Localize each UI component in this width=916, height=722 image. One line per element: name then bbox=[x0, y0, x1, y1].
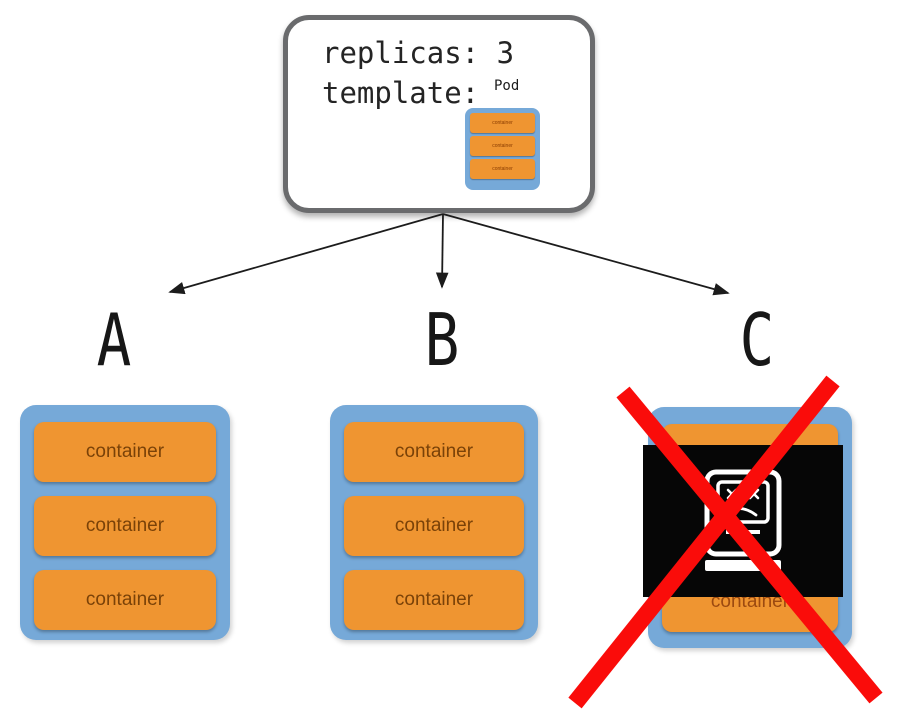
pod-template-label: Pod bbox=[494, 78, 520, 94]
crashed-screen-overlay bbox=[643, 445, 843, 597]
mini-container: container bbox=[470, 136, 535, 156]
container-box: container bbox=[34, 496, 216, 556]
replicas-line: replicas: 3 bbox=[322, 36, 515, 70]
mini-container: container bbox=[470, 113, 535, 133]
container-box: container bbox=[344, 496, 524, 556]
container-box: container bbox=[344, 570, 524, 630]
mini-container: container bbox=[470, 159, 535, 179]
pod-b-letter: B bbox=[424, 298, 460, 382]
replicaset-spec-box: replicas: 3 template: Pod container cont… bbox=[283, 15, 595, 213]
pod-a: container container container bbox=[20, 405, 230, 640]
container-box: container bbox=[344, 422, 524, 482]
container-box: container bbox=[34, 570, 216, 630]
dead-computer-icon bbox=[704, 469, 782, 571]
arrow-to-pod-b bbox=[435, 213, 449, 289]
pod-a-letter: A bbox=[96, 298, 132, 382]
container-box: container bbox=[34, 422, 216, 482]
pod-b: container container container bbox=[330, 405, 538, 640]
pod-c-letter: C bbox=[739, 298, 775, 382]
arrow-to-pod-c bbox=[442, 213, 730, 296]
arrow-to-pod-a bbox=[168, 213, 444, 295]
template-line: template: bbox=[322, 76, 480, 110]
pod-template-thumbnail: container container container bbox=[465, 108, 540, 190]
